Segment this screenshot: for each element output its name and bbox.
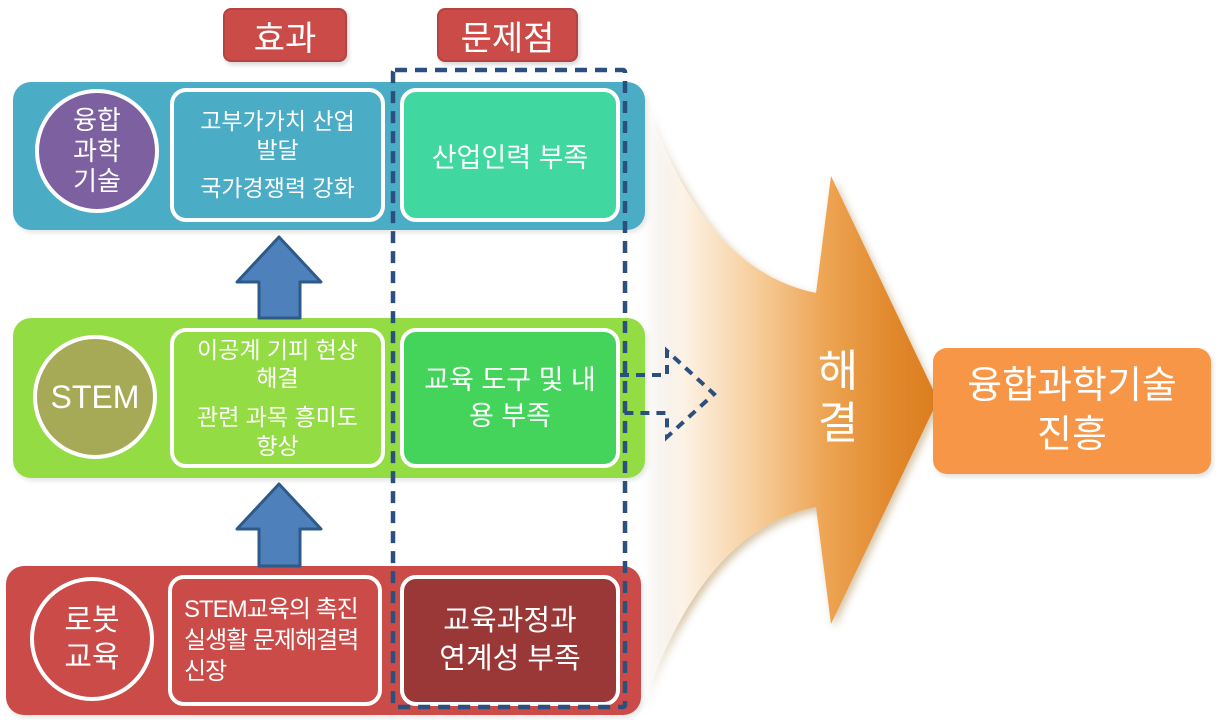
- problem-label: 문제점: [437, 8, 578, 62]
- text-line: 관련 과목 흥미도: [197, 404, 358, 430]
- circle-line: 교육: [64, 641, 120, 674]
- effect-box-fusion: 고부가가치 산업 발달 국가경쟁력 강화: [170, 88, 385, 222]
- up-arrow-icon: [235, 235, 323, 320]
- text-line: 발달: [256, 136, 299, 163]
- text-line: 연계성 부족: [439, 642, 581, 675]
- circle-line: STEM: [50, 378, 140, 415]
- text-line: 실생활 문제해결력: [184, 626, 359, 654]
- text-line: 결: [817, 398, 859, 448]
- problem-label-text: 문제점: [460, 19, 555, 58]
- text-line: 교육과정과: [443, 604, 577, 637]
- text-line: 이공계 기피 현상: [197, 336, 358, 363]
- up-arrow-icon: [235, 482, 323, 568]
- row-stem: STEM 이공계 기피 현상 해결 관련 과목 흥미도 향상 교육 도구 및 내…: [13, 318, 645, 478]
- circle-line: 로봇: [64, 603, 120, 637]
- effect-label-text: 효과: [253, 19, 317, 58]
- effect-label: 효과: [223, 8, 347, 62]
- result-box: 융합과학기술 진흥: [933, 348, 1211, 474]
- text-line: 해: [817, 347, 859, 396]
- problem-box-robot: 교육과정과 연계성 부족: [400, 575, 620, 706]
- effect-box-robot: STEM교육의 촉진 실생활 문제해결력 신장: [168, 575, 382, 706]
- text-line: 신장: [184, 658, 227, 686]
- circle-robot-education: 로봇 교육: [30, 577, 154, 701]
- result-line: 융합과학기술: [967, 364, 1177, 407]
- row-robot-education: 로봇 교육 STEM교육의 촉진 실생활 문제해결력 신장 교육과정과 연계성 …: [6, 566, 641, 715]
- text-line: 용 부족: [468, 401, 552, 431]
- row-fusion-science-tech: 융합 과학 기술 고부가가치 산업 발달 국가경쟁력 강화 산업인력 부족: [13, 82, 645, 230]
- result-line: 진흥: [1037, 414, 1107, 456]
- solution-arrow-label: 해 결: [808, 346, 868, 450]
- problem-box-fusion: 산업인력 부족: [400, 88, 620, 222]
- text-line: 해결: [256, 365, 299, 392]
- text-line: 교육 도구 및 내: [424, 364, 596, 395]
- text-line: 향상: [256, 432, 299, 459]
- solution-arrow-shape: [640, 85, 938, 715]
- circle-line: 과학: [73, 135, 121, 166]
- effect-box-stem: 이공계 기피 현상 해결 관련 과목 흥미도 향상: [170, 328, 385, 468]
- text-line: STEM교육의 촉진: [184, 595, 359, 623]
- text-line: 고부가가치 산업: [200, 107, 355, 134]
- text-line: 국가경쟁력 강화: [200, 175, 355, 202]
- text-line: 산업인력 부족: [431, 142, 589, 173]
- circle-fusion-science-tech: 융합 과학 기술: [35, 89, 159, 213]
- circle-line: 기술: [73, 166, 121, 197]
- circle-stem: STEM: [33, 335, 157, 459]
- circle-line: 융합: [73, 104, 121, 135]
- problem-box-stem: 교육 도구 및 내 용 부족: [400, 328, 620, 468]
